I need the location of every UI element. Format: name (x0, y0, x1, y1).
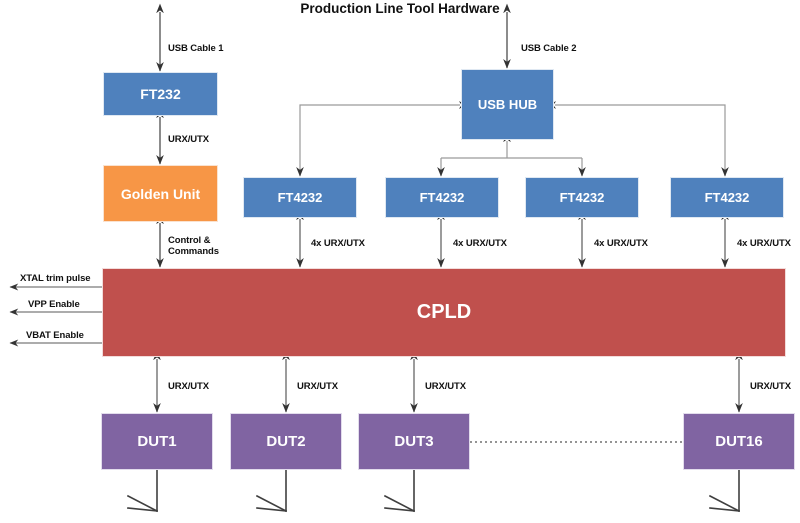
block-ft4232-4[interactable]: FT4232 (670, 177, 784, 218)
label-usb-cable-1: USB Cable 1 (168, 43, 224, 54)
wire-hub-ft4232-1 (296, 101, 469, 177)
label-control-commands-line1: Control & (168, 235, 211, 246)
label-vpp-enable: VPP Enable (28, 299, 80, 310)
antenna-dut16 (708, 469, 741, 513)
label-4x-urx-utx-3: 4x URX/UTX (594, 238, 648, 249)
label-control-commands-line2: Commands (168, 246, 219, 257)
antenna-dut1 (126, 469, 159, 513)
label-vbat-enable: VBAT Enable (26, 330, 84, 341)
block-cpld[interactable]: CPLD (102, 268, 786, 357)
block-ft4232-1[interactable]: FT4232 (243, 177, 357, 218)
label-urx-utx-dut1: URX/UTX (168, 381, 209, 392)
label-urx-utx-dut16: URX/UTX (750, 381, 791, 392)
label-4x-urx-utx-1: 4x URX/UTX (311, 238, 365, 249)
block-golden-unit[interactable]: Golden Unit (103, 165, 218, 222)
wire-hub-ft4232-4 (546, 101, 729, 177)
block-ft4232-2[interactable]: FT4232 (385, 177, 499, 218)
label-4x-urx-utx-2: 4x URX/UTX (453, 238, 507, 249)
label-xtal-trim-pulse: XTAL trim pulse (20, 273, 91, 284)
page-title: Production Line Tool Hardware (300, 1, 500, 16)
block-dut3[interactable]: DUT3 (358, 413, 470, 470)
label-urx-utx-dut3: URX/UTX (425, 381, 466, 392)
label-usb-cable-2: USB Cable 2 (521, 43, 577, 54)
block-usb-hub[interactable]: USB HUB (461, 69, 554, 140)
label-urx-utx-golden: URX/UTX (168, 134, 209, 145)
label-urx-utx-dut2: URX/UTX (297, 381, 338, 392)
antenna-dut3 (383, 469, 416, 513)
label-4x-urx-utx-4: 4x URX/UTX (737, 238, 791, 249)
block-ft4232-3[interactable]: FT4232 (525, 177, 639, 218)
block-dut1[interactable]: DUT1 (101, 413, 213, 470)
antenna-dut2 (255, 469, 288, 513)
block-dut16[interactable]: DUT16 (683, 413, 795, 470)
block-dut2[interactable]: DUT2 (230, 413, 342, 470)
block-ft232[interactable]: FT232 (103, 72, 218, 116)
